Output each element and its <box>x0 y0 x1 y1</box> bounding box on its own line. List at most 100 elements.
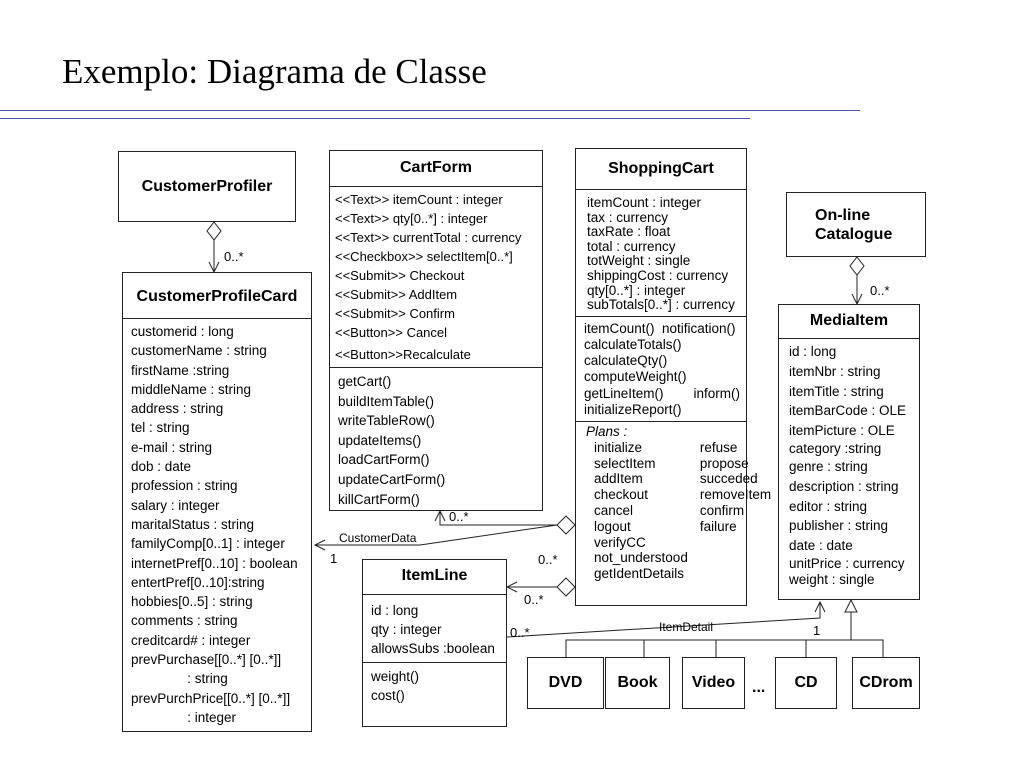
multiplicity-cart-form: 0..* <box>449 509 469 524</box>
customer-data-label: CustomerData <box>339 531 417 545</box>
class-dvd: DVD <box>527 657 604 709</box>
operation: loadCartForm() <box>338 452 430 468</box>
attributes-section: customerid : long customerName : string … <box>123 318 311 730</box>
operation: killCartForm() <box>338 491 420 507</box>
attribute: qty : integer <box>371 622 442 637</box>
attribute: itemCount : integer <box>587 195 702 210</box>
plan-item: verifyCC <box>594 534 646 550</box>
class-name: MediaItem <box>809 312 889 329</box>
class-name: ShoppingCart <box>608 160 714 177</box>
attribute: : string <box>131 671 228 687</box>
attribute: weight : single <box>789 571 875 587</box>
attribute: subTotals[0..*] : currency <box>587 297 735 313</box>
operation: getCart() <box>338 374 392 389</box>
arrowhead-customer-data <box>313 539 326 551</box>
plan-item: refuse <box>699 439 738 455</box>
attribute: taxRate : float <box>587 224 671 240</box>
operation: updateItems() <box>338 432 422 448</box>
attribute: e-mail : string <box>131 439 213 455</box>
attribute: prevPurchase[[0..*] [0..*]] <box>131 652 282 668</box>
attribute: : integer <box>131 709 237 725</box>
class-online-catalogue: On-line Catalogue <box>786 192 926 257</box>
operation: getLineItem() inform() <box>584 385 741 401</box>
attribute: customerName : string <box>131 343 267 359</box>
attribute: maritalStatus : string <box>131 516 255 532</box>
operation: calculateQty() <box>584 353 668 369</box>
attribute: id : long <box>789 344 837 359</box>
plan-item: checkout <box>594 487 649 503</box>
attribute: <<Button>>Recalculate <box>335 347 471 362</box>
attribute: <<Text>> qty[0..*] : integer <box>335 211 488 226</box>
attribute: customerid : long <box>131 324 234 339</box>
class-cdrom: CDrom <box>852 657 920 709</box>
attribute: editor : string <box>789 498 868 514</box>
attribute: <<Submit>> AddItem <box>335 287 458 302</box>
attribute: publisher : string <box>789 518 889 534</box>
attribute: <<Text>> itemCount : integer <box>335 192 503 207</box>
attributes-section: itemCount : integer tax : currency taxRa… <box>576 189 746 316</box>
class-cd: CD <box>775 657 837 709</box>
attribute: category :string <box>789 440 882 456</box>
multiplicity-item-detail-left: 0..* <box>510 625 530 640</box>
attribute: salary : integer <box>131 497 220 513</box>
plan-item: selectItem <box>594 455 656 471</box>
operation: calculateTotals() <box>584 336 682 352</box>
operation: computeWeight() <box>584 369 687 385</box>
title-rule-top <box>0 110 860 111</box>
plan-item: addItem <box>594 471 643 487</box>
attribute: creditcard# : integer <box>131 632 251 648</box>
attributes-section: id : long itemNbr : string itemTitle : s… <box>779 338 919 591</box>
item-detail-label: ItemDetail <box>659 620 714 634</box>
plans-section: Plans : initialize selectItem addItem ch… <box>576 420 771 585</box>
plan-item: initialize <box>594 439 643 455</box>
class-customer-profile-card: CustomerProfileCard customerid : long cu… <box>122 272 312 732</box>
ellipsis-label: ... <box>752 679 766 696</box>
class-name: On-line Catalogue <box>815 206 893 243</box>
class-name: ItemLine <box>401 567 468 584</box>
operations-section: getCart() buildItemTable() writeTableRow… <box>330 367 542 512</box>
plan-item: confirm <box>699 502 745 518</box>
operation: buildItemTable() <box>338 393 435 409</box>
class-video: Video <box>682 657 745 709</box>
attribute: hobbies[0..5] : string <box>131 594 253 610</box>
title-rule-bottom <box>0 118 750 119</box>
operations-section: weight() cost() <box>363 662 506 708</box>
attribute: id : long <box>371 603 419 618</box>
plan-item: logout <box>594 518 631 534</box>
attribute: unitPrice : currency <box>789 555 905 571</box>
operation: initializeReport() <box>584 401 682 417</box>
page-title: Exemplo: Diagrama de Classe <box>62 52 487 91</box>
attribute: tel : string <box>131 420 190 436</box>
operation: updateCartForm() <box>338 471 446 487</box>
generalization-triangle <box>844 598 858 613</box>
attribute: <<Submit>> Confirm <box>335 306 455 321</box>
attribute: qty[0..*] : integer <box>587 282 686 298</box>
attribute: prevPurchPrice[[0..*] [0..*]] <box>131 690 291 706</box>
attribute: dob : date <box>131 459 192 475</box>
cart-cartform-association <box>439 511 557 526</box>
attribute: description : string <box>789 478 899 494</box>
operation: cost() <box>371 688 405 703</box>
attribute: firstName :string <box>131 362 230 378</box>
attribute: <<Checkbox>> selectItem[0..*] <box>335 249 513 264</box>
plans-column-left: initialize selectItem addItem checkout c… <box>586 440 688 582</box>
arrowhead-item-line <box>505 581 518 593</box>
multiplicity-profiler: 0..* <box>224 249 244 264</box>
class-name: CustomerProfileCard <box>136 288 298 305</box>
arrowhead-cart-form <box>434 509 446 522</box>
arrowhead-item-detail <box>814 600 826 613</box>
plan-item: succeded <box>699 471 758 487</box>
class-media-item: MediaItem id : long itemNbr : string ite… <box>778 304 920 600</box>
attributes-section: <<Text>> itemCount : integer <<Text>> qt… <box>330 186 542 367</box>
attributes-section: id : long qty : integer allowsSubs :bool… <box>363 594 506 662</box>
plan-item: getIdentDetails <box>594 566 685 582</box>
attribute: comments : string <box>131 613 238 629</box>
attribute: genre : string <box>789 458 868 474</box>
attribute: itemBarCode : OLE <box>789 403 907 419</box>
class-shopping-cart: ShoppingCart itemCount : integer tax : c… <box>575 148 771 606</box>
plans-column-right: refuse propose succeded removeItem confi… <box>700 440 771 582</box>
attribute: internetPref[0..10] : boolean <box>131 555 298 571</box>
plan-item: cancel <box>594 502 634 518</box>
operations-section: itemCount() notification() calculateTota… <box>576 315 746 421</box>
